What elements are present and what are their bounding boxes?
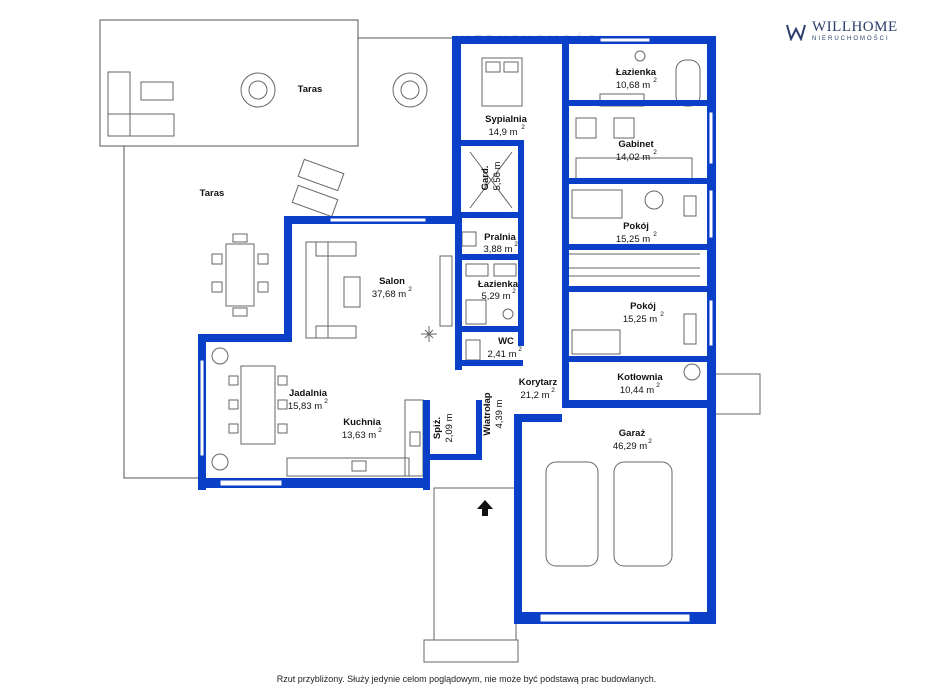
room-name: Sypialnia [485, 114, 527, 125]
brand-subtitle: NIERUCHOMOŚCI [812, 36, 890, 42]
room-name: Jadalnia [289, 388, 328, 399]
logo-icon [786, 24, 806, 41]
svg-text:2: 2 [551, 387, 555, 394]
room-area: 3,88 [483, 244, 502, 255]
svg-text:2: 2 [408, 286, 412, 293]
room-name: Taras [298, 84, 323, 95]
room-name: Kuchnia [343, 417, 381, 428]
room-area: 5,29 [481, 291, 500, 302]
svg-text:21,2 m: 21,2 m [520, 390, 549, 401]
brand-text: WILLHOME NIERUCHOMOŚCI [812, 20, 898, 43]
svg-text:15,25 m: 15,25 m [623, 314, 657, 325]
room-area: 46,29 [613, 441, 637, 452]
svg-text:2: 2 [660, 311, 664, 318]
room-area: 2,09 [444, 424, 455, 443]
svg-text:2: 2 [656, 382, 660, 389]
svg-text:15,25 m: 15,25 m [616, 234, 650, 245]
svg-text:2,09 m: 2,09 m [444, 413, 455, 442]
svg-text:15,83 m: 15,83 m [288, 401, 322, 412]
room-name: Korytarz [519, 377, 558, 388]
furniture [107, 50, 761, 663]
brand-logo: WILLHOME NIERUCHOMOŚCI [786, 20, 898, 43]
room-area: 13,63 [342, 430, 366, 441]
room-area: 14,02 [616, 152, 640, 163]
svg-text:10,44 m: 10,44 m [620, 385, 654, 396]
room-name: Pokój [630, 301, 656, 312]
windows [199, 37, 714, 623]
room-labels: Taras Taras Sypialnia 14,9 m 2 Łazienka … [200, 67, 665, 452]
room-name: Pokój [623, 221, 649, 232]
room-area: 15,83 [288, 401, 312, 412]
svg-text:5,56 m: 5,56 m [492, 161, 503, 190]
svg-text:2: 2 [518, 346, 522, 353]
room-name: Gabinet [618, 139, 654, 150]
room-name: Kotłownia [617, 372, 663, 383]
svg-text:2: 2 [653, 149, 657, 156]
svg-text:46,29 m: 46,29 m [613, 441, 647, 452]
svg-text:2: 2 [648, 438, 652, 445]
room-name: Gard. [480, 166, 491, 191]
svg-text:2: 2 [521, 124, 525, 131]
room-area: 4,39 [494, 410, 505, 429]
svg-text:3,88 m: 3,88 m [483, 244, 512, 255]
svg-text:13,63 m: 13,63 m [342, 430, 376, 441]
svg-text:2: 2 [512, 288, 516, 295]
room-area: 5,56 [492, 172, 503, 191]
disclaimer-footer: Rzut przybliżony. Służy jedynie celom po… [276, 674, 657, 684]
svg-text:14,9 m: 14,9 m [488, 127, 517, 138]
room-area: 2,41 [487, 349, 506, 360]
room-name: Garaż [619, 428, 646, 439]
svg-text:2,41 m: 2,41 m [487, 349, 516, 360]
room-name: Łazienka [478, 279, 519, 290]
room-name: WC [498, 336, 514, 347]
room-name: Taras [200, 188, 225, 199]
room-area: 15,25 [623, 314, 647, 325]
svg-text:5,29 m: 5,29 m [481, 291, 510, 302]
svg-text:2: 2 [653, 231, 657, 238]
walls [198, 36, 716, 624]
room-name: Wiatrołap [482, 392, 493, 435]
svg-text:10,68 m: 10,68 m [616, 80, 650, 91]
svg-text:4,39 m: 4,39 m [494, 399, 505, 428]
svg-text:37,68 m: 37,68 m [372, 289, 406, 300]
room-area: 15,25 [616, 234, 640, 245]
room-area: 14,9 [488, 127, 507, 138]
svg-text:2: 2 [378, 427, 382, 434]
svg-text:2: 2 [514, 241, 518, 248]
room-name: Pralnia [484, 232, 516, 243]
room-name: Łazienka [616, 67, 657, 78]
svg-text:14,02 m: 14,02 m [616, 152, 650, 163]
room-area: 21,2 [520, 390, 539, 401]
brand-name: WILLHOME [812, 19, 898, 35]
room-name: Salon [379, 276, 405, 287]
svg-text:2: 2 [653, 77, 657, 84]
room-area: 37,68 [372, 289, 396, 300]
room-area: 10,68 [616, 80, 640, 91]
svg-text:2: 2 [324, 398, 328, 405]
room-name: Spiż. [432, 417, 443, 439]
room-area: 10,44 [620, 385, 644, 396]
entrance-arrow-icon [477, 500, 493, 516]
